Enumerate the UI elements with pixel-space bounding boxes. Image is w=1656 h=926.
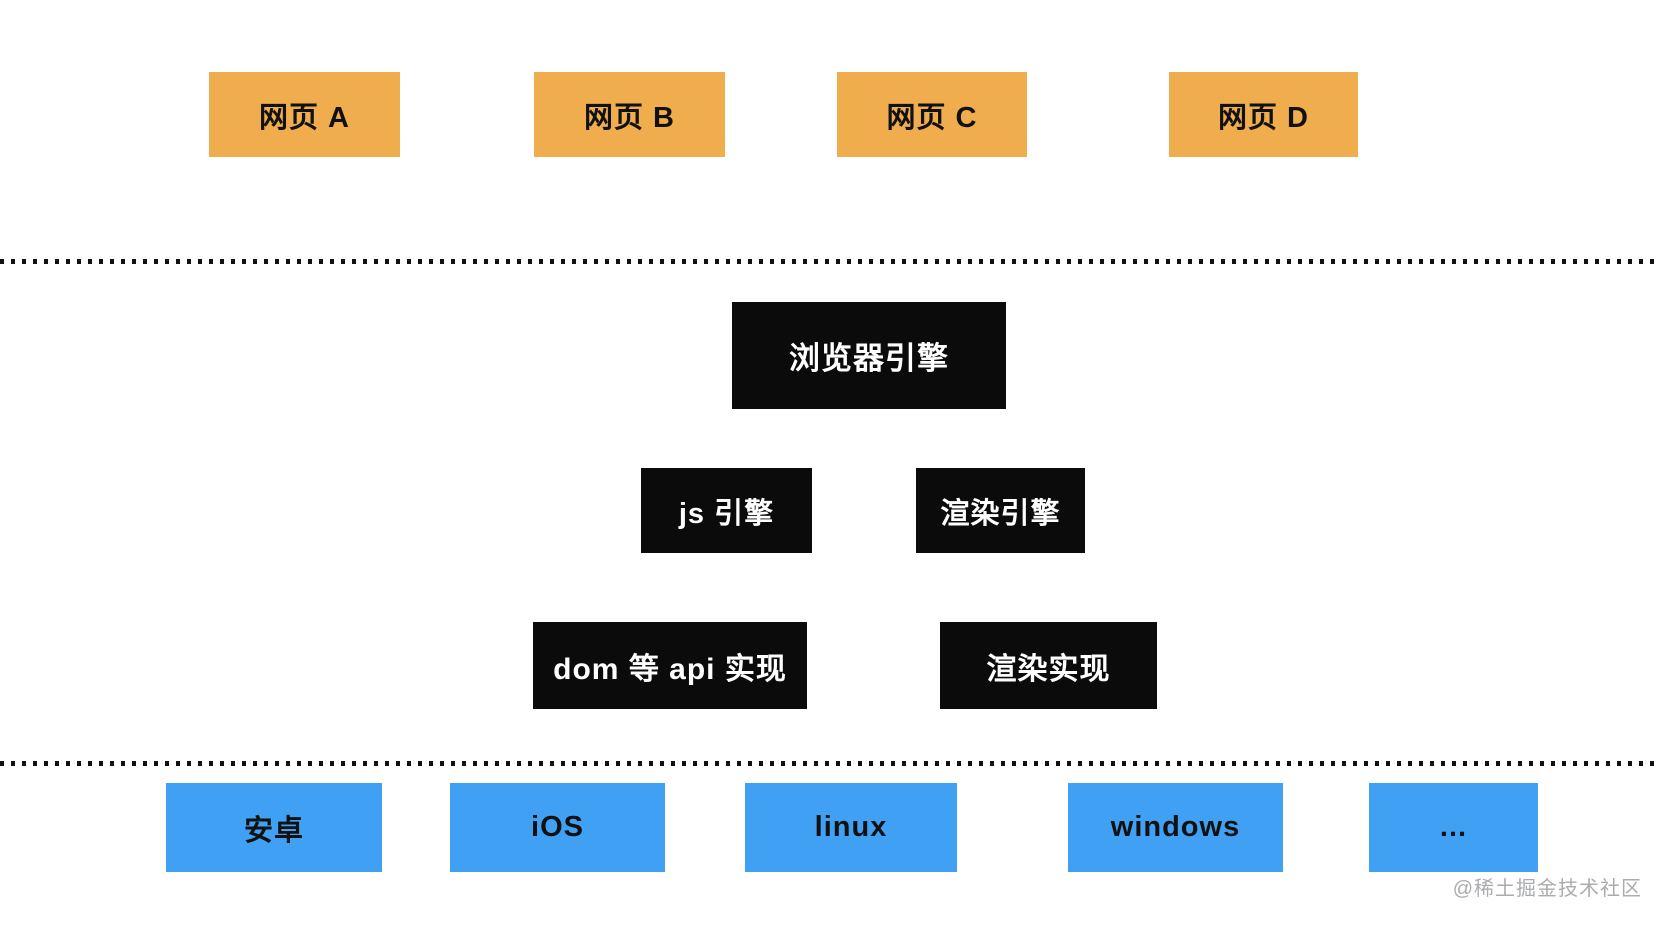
- render-implementation-box: 渲染实现: [940, 622, 1157, 709]
- webpage-c-box: 网页 C: [837, 72, 1027, 157]
- platform-android-box: 安卓: [166, 783, 382, 872]
- platform-ios-box: iOS: [450, 783, 665, 872]
- webpage-a-box: 网页 A: [209, 72, 400, 157]
- platform-windows-box: windows: [1068, 783, 1283, 872]
- js-engine-box: js 引擎: [641, 468, 812, 553]
- webpage-b-box: 网页 B: [534, 72, 725, 157]
- dom-api-implementation-box: dom 等 api 实现: [533, 622, 807, 709]
- platform-more-box: ...: [1369, 783, 1538, 872]
- browser-engine-box: 浏览器引擎: [732, 302, 1006, 409]
- platform-linux-box: linux: [745, 783, 957, 872]
- dotted-separator-top: [0, 259, 1656, 264]
- juejin-watermark: @稀土掘金技术社区: [1452, 878, 1642, 900]
- render-engine-box: 渲染引擎: [916, 468, 1085, 553]
- webpage-d-box: 网页 D: [1169, 72, 1358, 157]
- dotted-separator-bottom: [0, 761, 1656, 766]
